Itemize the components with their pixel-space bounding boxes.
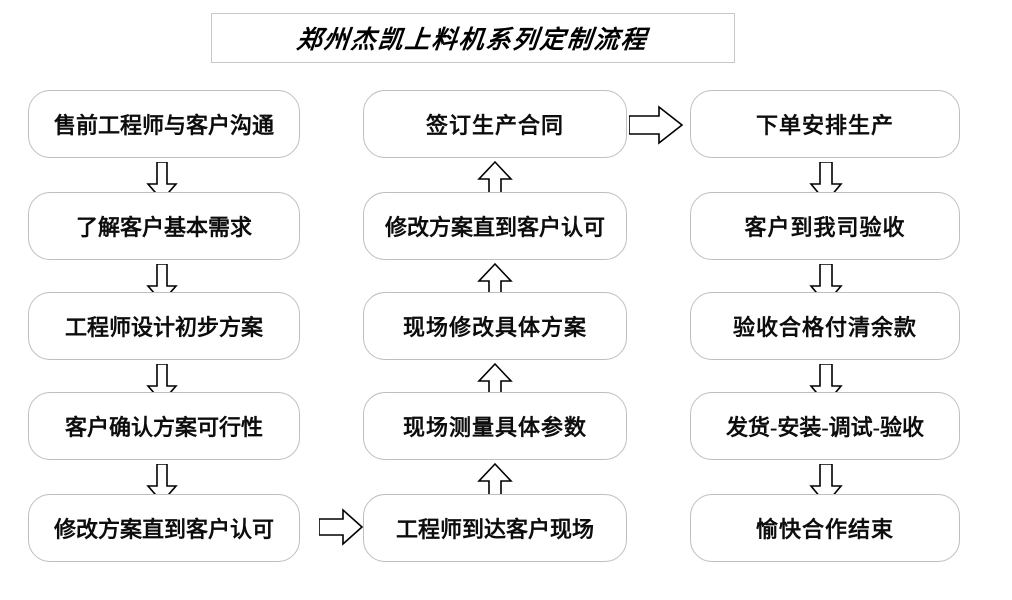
node-label: 修改方案直到客户认可 (384, 215, 605, 240)
node-label: 签订生产合同 (425, 113, 564, 138)
node-label: 现场测量具体参数 (402, 415, 587, 440)
node-engineer-draft-plan[interactable]: 工程师设计初步方案 (28, 292, 300, 360)
node-label: 客户到我司验收 (744, 215, 906, 240)
node-label: 修改方案直到客户认可 (53, 517, 274, 542)
node-label: 客户确认方案可行性 (64, 415, 263, 440)
node-label: 发货-安装-调试-验收 (726, 415, 924, 440)
node-pay-balance-after-acceptance[interactable]: 验收合格付清余款 (690, 292, 960, 360)
node-understand-requirements[interactable]: 了解客户基本需求 (28, 192, 300, 260)
chart-title: 郑州杰凯上料机系列定制流程 (295, 27, 650, 54)
node-engineer-arrive-onsite[interactable]: 工程师到达客户现场 (363, 494, 627, 562)
node-customer-inspection-at-factory[interactable]: 客户到我司验收 (690, 192, 960, 260)
node-label: 现场修改具体方案 (402, 315, 587, 340)
node-onsite-measure-parameters[interactable]: 现场测量具体参数 (363, 392, 627, 460)
node-happy-cooperation-end[interactable]: 愉快合作结束 (690, 494, 960, 562)
node-revise-plan-until-approved-1[interactable]: 修改方案直到客户认可 (28, 494, 300, 562)
arrow-right-icon (319, 508, 365, 546)
node-label: 工程师设计初步方案 (64, 315, 263, 340)
node-pre-sales-communication[interactable]: 售前工程师与客户沟通 (28, 90, 300, 158)
node-onsite-modify-plan[interactable]: 现场修改具体方案 (363, 292, 627, 360)
node-place-order-arrange-production[interactable]: 下单安排生产 (690, 90, 960, 158)
node-label: 售前工程师与客户沟通 (53, 113, 274, 138)
node-label: 下单安排生产 (755, 113, 894, 138)
node-label: 愉快合作结束 (755, 517, 894, 542)
node-label: 工程师到达客户现场 (395, 517, 594, 542)
arrow-right-icon (629, 104, 685, 146)
node-customer-confirm-feasibility[interactable]: 客户确认方案可行性 (28, 392, 300, 460)
chart-title-box: 郑州杰凯上料机系列定制流程 (211, 13, 735, 63)
node-label: 了解客户基本需求 (75, 215, 252, 240)
node-sign-production-contract[interactable]: 签订生产合同 (363, 90, 627, 158)
node-label: 验收合格付清余款 (732, 315, 917, 340)
node-ship-install-debug-accept[interactable]: 发货-安装-调试-验收 (690, 392, 960, 460)
node-revise-plan-until-approved-2[interactable]: 修改方案直到客户认可 (363, 192, 627, 260)
